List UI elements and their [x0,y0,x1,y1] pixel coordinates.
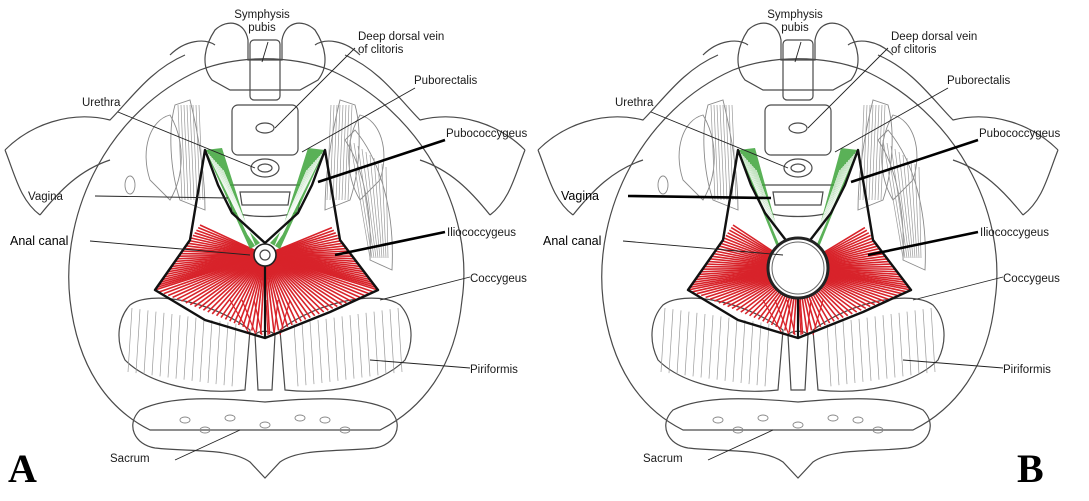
sacral-foramen [853,417,863,423]
label-symphysis-pubis: Symphysispubis [234,9,290,34]
perineal-membrane [232,105,298,155]
sacral-foramen [793,422,803,428]
right-side-muscle [858,100,892,210]
label-vagina: Vagina [28,191,64,203]
deep-vein-ring [256,123,274,133]
sacral-foramen [260,422,270,428]
leader-sacrum [175,430,240,460]
left-foramen-hole [125,176,135,194]
sacrum-bone [666,399,930,478]
leader-iliococcygeus [868,232,978,255]
label-sacrum: Sacrum [110,453,150,465]
leader-sacrum [708,430,773,460]
sacral-foramen [225,415,235,421]
sacral-foramen [180,417,190,423]
leader-coccygeus [380,277,470,300]
label-symphysis-pubis: Symphysispubis [767,9,823,34]
panel-b: SymphysispubisDeep dorsal veinof clitori… [538,9,1060,491]
panel-a: SymphysispubisDeep dorsal veinof clitori… [5,9,527,491]
panel-letter-a: A [8,446,37,491]
label-deep-dorsal-vein: Deep dorsal veinof clitoris [358,31,444,56]
label-sacrum: Sacrum [643,453,683,465]
leader-puborectalis [302,88,415,152]
label-iliococcygeus: Iliococcygeus [980,227,1049,239]
anal-canal-dilated-inner [772,242,824,294]
right-side-muscle [325,100,359,210]
label-puborectalis: Puborectalis [414,75,478,87]
symphysis-joint [783,40,813,100]
panel-letter-b: B [1017,446,1044,491]
leader-piriformis [903,360,1003,368]
coccyx [788,331,808,390]
anal-canal-lumen [260,250,270,260]
leader-iliococcygeus [335,232,445,255]
sacral-foramen [320,417,330,423]
deep-vein-ring [789,123,807,133]
label-coccygeus: Coccygeus [470,273,527,285]
leader-coccygeus [913,277,1003,300]
label-deep-dorsal-vein: Deep dorsal veinof clitoris [891,31,977,56]
left-foramen-hole [658,176,668,194]
symphysis-joint [250,40,280,100]
label-iliococcygeus: Iliococcygeus [447,227,516,239]
coccyx [255,331,275,390]
sacral-foramen [713,417,723,423]
label-pubococcygeus: Pubococcygeus [979,128,1060,140]
sacral-foramen [828,415,838,421]
label-puborectalis: Puborectalis [947,75,1011,87]
label-urethra: Urethra [82,97,121,109]
vagina-lumen [240,192,290,205]
leader-vagina [95,196,228,198]
label-anal-canal: Anal canal [543,234,601,248]
label-urethra: Urethra [615,97,654,109]
sacral-foramen [295,415,305,421]
label-coccygeus: Coccygeus [1003,273,1060,285]
leader-piriformis [370,360,470,368]
label-piriformis: Piriformis [1003,364,1051,376]
label-pubococcygeus: Pubococcygeus [446,128,527,140]
leader-puborectalis [835,88,948,152]
label-anal-canal: Anal canal [10,234,68,248]
urethra-lumen [791,164,805,172]
left-side-muscle [171,100,205,210]
right-coccygeus-piriformis [280,298,411,391]
urethra-ring [251,159,279,177]
vagina-lumen [773,192,823,205]
urethra-lumen [258,164,272,172]
urethra-ring [784,159,812,177]
sacral-foramen [758,415,768,421]
leader-vagina [628,196,771,198]
label-piriformis: Piriformis [470,364,518,376]
label-vagina: Vagina [561,189,599,203]
left-side-muscle [704,100,738,210]
sacrum-bone [133,399,397,478]
perineal-membrane [765,105,831,155]
